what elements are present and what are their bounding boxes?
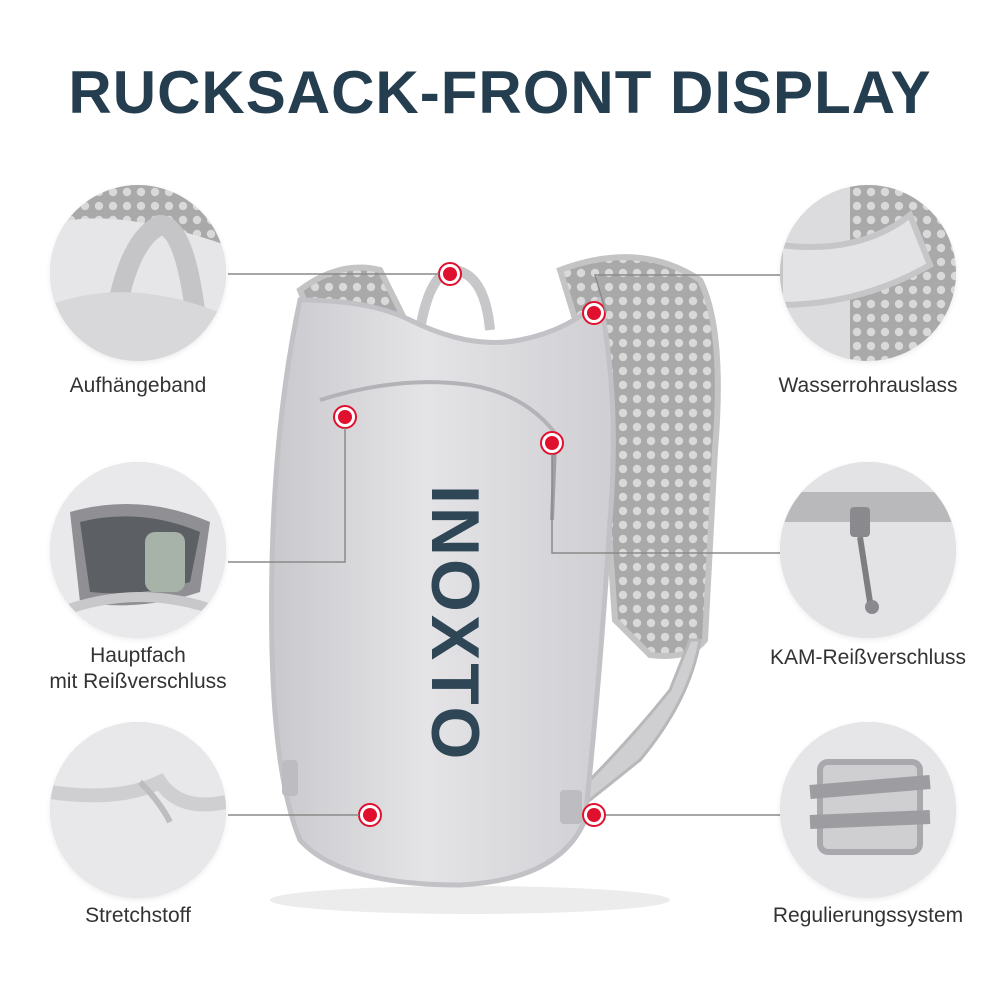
label-regulierungssystem: Regulierungssystem xyxy=(772,904,964,927)
label-hauptfach: Hauptfach mit Reißverschluss xyxy=(49,644,227,693)
label-stretchstoff: Stretchstoff xyxy=(85,904,191,927)
page-title: RUCKSACK-FRONT DISPLAY xyxy=(68,59,932,126)
detail-circle-wasserrohrauslass xyxy=(780,185,956,361)
hotspot-wasserrohrauslass[interactable] xyxy=(582,301,606,325)
hotspot-regulierungssystem[interactable] xyxy=(582,803,606,827)
brand-logo: INOXTO xyxy=(417,485,493,762)
hotspot-hauptfach[interactable] xyxy=(333,405,357,429)
label-aufhaengeband: Aufhängeband xyxy=(69,374,207,397)
label-kam-reissverschluss: KAM-Reißverschluss xyxy=(769,646,967,669)
hotspot-kam-reissverschluss[interactable] xyxy=(540,431,564,455)
detail-circle-kam-reissverschluss xyxy=(780,462,956,638)
detail-circle-hauptfach xyxy=(50,462,226,638)
hotspot-stretchstoff[interactable] xyxy=(358,803,382,827)
detail-circle-regulierungssystem xyxy=(780,722,956,898)
label-wasserrohrauslass: Wasserrohrauslass xyxy=(778,374,958,397)
detail-circle-stretchstoff xyxy=(50,722,226,898)
detail-circle-aufhaengeband xyxy=(50,185,226,361)
hotspot-aufhaengeband[interactable] xyxy=(438,262,462,286)
